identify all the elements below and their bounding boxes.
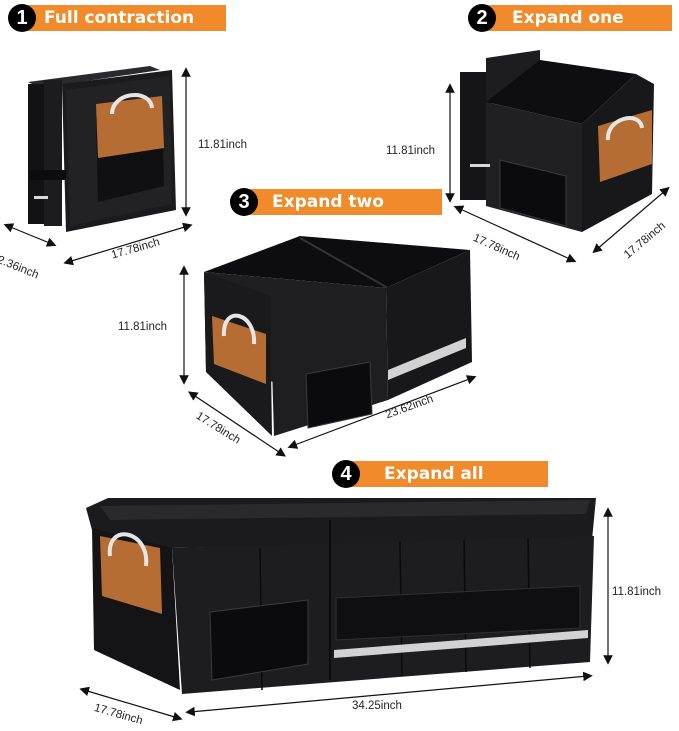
two-height-label: 11.81inch [118,321,168,333]
all-width-label: 34.25inch [352,700,402,712]
step-4-number: 4 [332,460,360,488]
step-2-banner: 2 Expand one [468,4,672,32]
one-section-organizer [460,50,654,232]
step-2-number: 2 [468,4,496,32]
step-3-number: 3 [230,188,258,216]
step-2-label: Expand one [482,5,672,31]
step-1-banner: 1 Full contraction [8,4,226,32]
two-section-organizer [204,236,472,436]
step-1-label: Full contraction [22,5,226,31]
full-height-label: 11.81inch [198,139,248,151]
step-4-label: Expand all [346,461,548,487]
step-3-label: Expand two [244,189,442,215]
step-1-number: 1 [8,4,36,32]
full-organizer [86,498,596,694]
one-height-label: 11.81inch [386,145,436,157]
step-3-banner: 3 Expand two [230,188,442,216]
all-height-label: 11.81inch [612,586,662,598]
step-4-banner: 4 Expand all [332,460,548,488]
folded-organizer [28,66,176,232]
